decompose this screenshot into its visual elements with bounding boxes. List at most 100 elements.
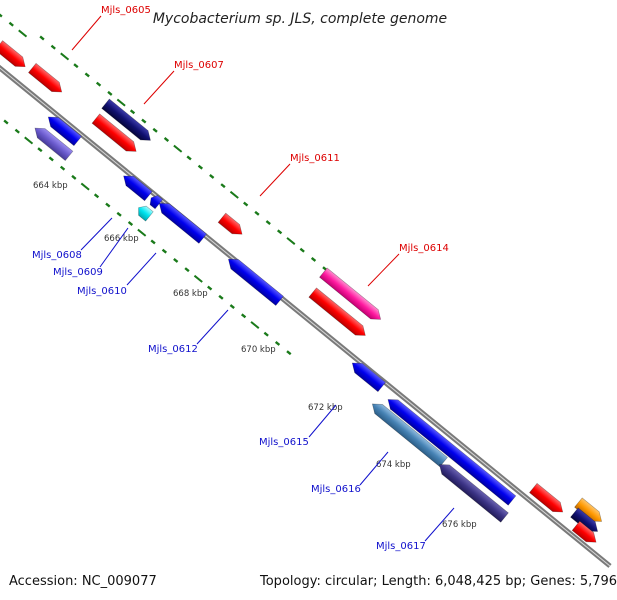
scale-label: 672 kbp bbox=[308, 403, 343, 413]
leader-line bbox=[308, 404, 337, 438]
scale-tick bbox=[163, 137, 170, 142]
scale-tick bbox=[39, 35, 45, 41]
scale-tick bbox=[8, 21, 14, 27]
accession-text: Accession: NC_009077 bbox=[9, 574, 157, 589]
gene-label-forward[interactable]: Mjls_0611 bbox=[290, 153, 340, 164]
scale-tick bbox=[141, 118, 147, 124]
scale-tick bbox=[173, 257, 179, 263]
gene-label-forward[interactable]: Mjls_0614 bbox=[399, 243, 449, 254]
leader-line bbox=[259, 163, 291, 197]
gene-arrow bbox=[149, 195, 164, 210]
scale-tick bbox=[184, 267, 190, 273]
scale-label: 674 kbp bbox=[376, 460, 411, 470]
gene-arrow bbox=[574, 497, 603, 522]
gene-arrow-mjls-0605 bbox=[0, 40, 26, 68]
scale-labels: 664 kbp 666 kbp 668 kbp 670 kbp 672 kbp 674 k… bbox=[33, 181, 477, 530]
scale-tick bbox=[243, 201, 249, 207]
gene-arrow bbox=[47, 116, 82, 147]
gene-label-reverse[interactable]: Mjls_0610 bbox=[77, 286, 127, 297]
scale-tick bbox=[274, 341, 281, 346]
scale-tick bbox=[173, 144, 183, 153]
gene-label-reverse[interactable]: Mjls_0615 bbox=[259, 437, 309, 448]
scale-tick bbox=[240, 313, 247, 319]
gene-label-reverse[interactable]: Mjls_0608 bbox=[32, 250, 82, 261]
scale-tick bbox=[37, 147, 43, 153]
scale-label: 670 kbp bbox=[241, 345, 276, 355]
scale-tick bbox=[265, 220, 271, 225]
leader-line bbox=[359, 451, 389, 486]
scale-tick bbox=[3, 119, 9, 125]
scale-tick bbox=[310, 257, 317, 262]
leader-line bbox=[143, 70, 175, 105]
scale-tick bbox=[152, 127, 158, 133]
gene-label-reverse[interactable]: Mjls_0612 bbox=[148, 344, 198, 355]
scale-tick bbox=[95, 81, 102, 87]
scale-tick bbox=[207, 285, 213, 291]
scale-tick bbox=[24, 136, 34, 145]
scale-tick bbox=[60, 52, 70, 61]
scale-label: 676 kbp bbox=[442, 520, 477, 530]
leader-line bbox=[126, 252, 157, 286]
scale-tick bbox=[161, 248, 168, 254]
scale-label: 664 kbp bbox=[33, 181, 68, 191]
gene-features bbox=[0, 40, 603, 543]
scale-tick bbox=[229, 190, 239, 199]
scale-tick bbox=[127, 221, 134, 226]
topology-text: Topology: circular; Length: 6,048,425 bp… bbox=[260, 574, 617, 589]
scale-tick bbox=[48, 156, 54, 162]
scale-tick bbox=[137, 228, 147, 237]
gene-arrow bbox=[387, 399, 517, 506]
scale-tick bbox=[116, 98, 126, 107]
gene-arrow bbox=[308, 287, 366, 336]
leader-line bbox=[99, 227, 129, 268]
gene-arrow bbox=[351, 362, 386, 393]
gene-arrow-mjls-0609 bbox=[138, 205, 154, 222]
gene-label-reverse[interactable]: Mjls_0616 bbox=[311, 484, 361, 495]
leader-line bbox=[367, 253, 400, 287]
scale-tick bbox=[299, 247, 305, 253]
scale-tick bbox=[14, 128, 20, 134]
scale-tick bbox=[105, 202, 111, 208]
gene-arrow bbox=[28, 62, 63, 93]
scale-tick bbox=[150, 239, 156, 245]
scale-tick bbox=[250, 321, 260, 329]
genome-map: Mycobacterium sp. JLS, complete genome 6… bbox=[0, 5, 612, 568]
scale-tick bbox=[193, 274, 203, 283]
leader-line bbox=[424, 507, 455, 542]
scale-label: 666 kbp bbox=[104, 234, 139, 244]
leader-line bbox=[71, 15, 102, 51]
scale-tick bbox=[229, 304, 235, 309]
scale-tick bbox=[129, 109, 136, 115]
gene-arrow-mjls-0610 bbox=[158, 202, 207, 244]
gene-arrow bbox=[570, 507, 599, 532]
scale-tick bbox=[218, 294, 224, 300]
scale-tick bbox=[220, 183, 226, 189]
genome-backbone bbox=[0, 64, 612, 568]
scale-tick bbox=[80, 182, 90, 191]
gene-label-reverse[interactable]: Mjls_0617 bbox=[376, 541, 426, 552]
scale-tick bbox=[116, 211, 122, 217]
scale-tick bbox=[71, 174, 77, 180]
leader-line bbox=[80, 217, 113, 251]
gene-arrow-mjls-0607 bbox=[101, 98, 151, 141]
gene-arrow-mjls-0614 bbox=[319, 267, 382, 320]
gene-label-reverse[interactable]: Mjls_0609 bbox=[53, 267, 103, 278]
gene-arrow-mjls-0617 bbox=[439, 464, 509, 523]
scale-tick bbox=[18, 29, 28, 38]
scale-tick bbox=[286, 350, 292, 356]
gene-arrow bbox=[91, 113, 137, 152]
gene-label-forward[interactable]: Mjls_0605 bbox=[101, 5, 151, 16]
scale-tick bbox=[84, 72, 90, 78]
gene-labels: Mjls_0605Mjls_0607Mjls_0611Mjls_0614Mjls… bbox=[32, 5, 455, 552]
scale-ticks bbox=[0, 13, 352, 356]
scale-tick bbox=[197, 164, 204, 170]
scale-tick bbox=[107, 90, 113, 96]
leader-line bbox=[196, 309, 229, 345]
gene-label-forward[interactable]: Mjls_0607 bbox=[174, 60, 224, 71]
scale-tick bbox=[59, 165, 66, 171]
scale-label: 668 kbp bbox=[173, 289, 208, 299]
gene-arrow-mjls-0608 bbox=[123, 175, 153, 202]
map-title: Mycobacterium sp. JLS, complete genome bbox=[153, 11, 447, 27]
gene-arrow-mjls-0612 bbox=[228, 258, 284, 306]
gene-arrow bbox=[529, 482, 564, 513]
